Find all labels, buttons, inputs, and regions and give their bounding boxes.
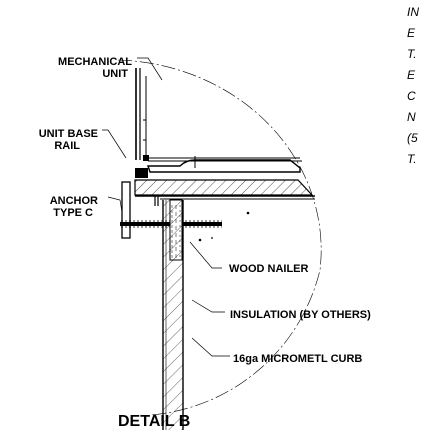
side-note-line: (5: [407, 131, 418, 145]
side-note-line: IN: [407, 5, 419, 19]
label-unit-base-rail-1: UNIT BASE: [39, 128, 98, 140]
side-note-line: E: [407, 26, 416, 40]
side-note: IN E T. E C N (5 T.: [407, 5, 419, 166]
label-wood-nailer: WOOD NAILER: [229, 263, 308, 275]
label-mechanical-unit-2: UNIT: [102, 68, 128, 80]
side-note-line: E: [407, 68, 416, 82]
detail-title: DETAIL B: [118, 413, 190, 430]
side-note-line: T.: [407, 47, 417, 61]
unit-base-rail: [135, 156, 301, 178]
mechanical-unit: [135, 68, 302, 162]
label-insulation: INSULATION (BY OTHERS): [230, 309, 371, 321]
label-curb: 16ga MICROMETL CURB: [233, 353, 362, 365]
detail-boundary-arc: [117, 59, 322, 416]
curb-wall: [162, 200, 184, 430]
leader-lines: [102, 57, 230, 357]
side-note-line: T.: [407, 152, 417, 166]
label-mechanical-unit-1: MECHANICAL: [58, 56, 132, 68]
side-note-line: N: [407, 110, 416, 124]
side-note-line: C: [407, 89, 416, 103]
label-unit-base-rail-2: RAIL: [54, 140, 80, 152]
label-anchor-2: TYPE C: [53, 207, 93, 219]
curb-cap: [134, 179, 315, 206]
label-anchor-1: ANCHOR: [50, 195, 98, 207]
